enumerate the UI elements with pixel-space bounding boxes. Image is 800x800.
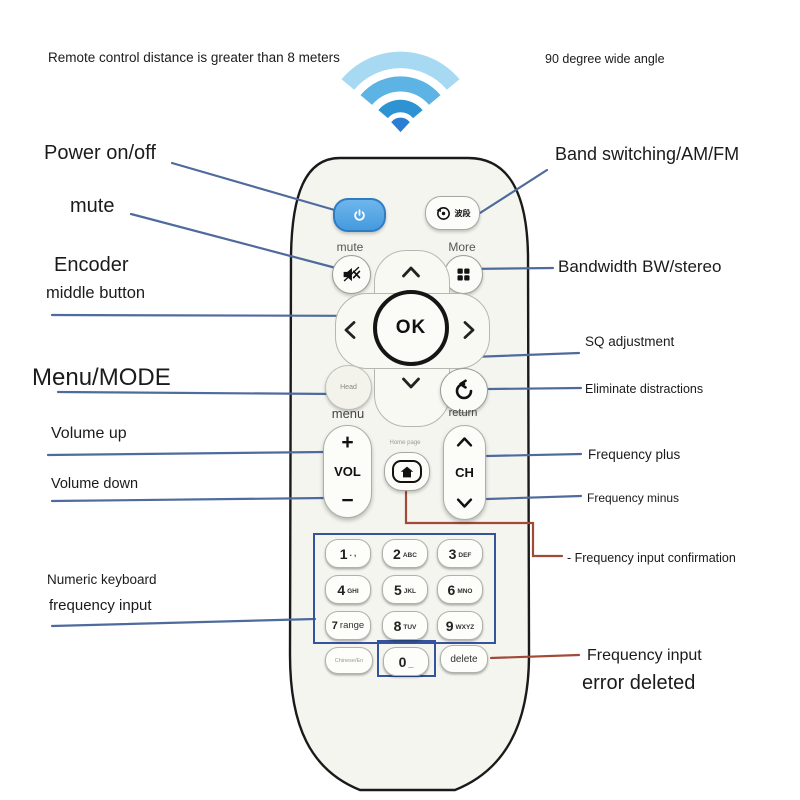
label-frequency-minus: Frequency minus: [587, 491, 680, 505]
key-2[interactable]: 2 ABC: [382, 539, 428, 568]
label-frequency-plus: Frequency plus: [588, 447, 681, 462]
channel-up-button[interactable]: [456, 436, 473, 447]
dpad-down-button[interactable]: [401, 377, 421, 390]
more-caption: More: [448, 240, 476, 254]
mute-icon: [343, 266, 361, 282]
label-wide-angle: 90 degree wide angle: [545, 52, 665, 66]
volume-rocker[interactable]: + VOL −: [323, 425, 372, 518]
label-middle-button: middle button: [46, 284, 146, 302]
return-caption: return: [448, 407, 478, 419]
ok-label: OK: [395, 317, 427, 338]
key-5[interactable]: 5 JKL: [382, 575, 428, 604]
key-3[interactable]: 3 DEF: [437, 539, 483, 568]
language-key[interactable]: Chinese/En: [325, 647, 373, 674]
volume-label: VOL: [334, 464, 361, 479]
label-encoder: Encoder: [54, 254, 129, 276]
label-eliminate-distractions: Eliminate distractions: [585, 382, 704, 396]
label-frequency-confirmation: - Frequency input confirmation: [567, 551, 736, 565]
mute-caption: mute: [336, 240, 364, 254]
label-sq-adjustment: SQ adjustment: [585, 334, 675, 349]
label-band-switching: Band switching/AM/FM: [555, 144, 740, 164]
volume-down-button[interactable]: −: [341, 489, 354, 512]
power-button[interactable]: [333, 198, 386, 232]
key-4[interactable]: 4 GHI: [325, 575, 371, 604]
channel-label: CH: [455, 465, 474, 480]
volume-up-button[interactable]: +: [341, 431, 354, 454]
band-icon: [436, 206, 450, 220]
zero-key-highlight-box: [377, 640, 436, 677]
wifi-icon: [318, 20, 483, 148]
dpad-up-button[interactable]: [401, 265, 421, 278]
channel-down-button[interactable]: [456, 498, 473, 509]
menu-button-text: Head: [340, 384, 357, 391]
mute-button[interactable]: [332, 255, 371, 294]
label-volume-down: Volume down: [51, 476, 139, 492]
label-power: Power on/off: [44, 142, 156, 164]
label-frequency-input: frequency input: [49, 597, 152, 614]
key-9[interactable]: 9 WXYZ: [437, 611, 483, 640]
band-button-text: 波段: [454, 208, 471, 218]
power-icon: [354, 208, 365, 221]
dpad-right-button[interactable]: [463, 320, 476, 340]
home-icon: [400, 466, 414, 477]
menu-caption: menu: [331, 406, 365, 421]
key-0[interactable]: 0 _: [383, 647, 429, 676]
ok-button[interactable]: OK: [373, 290, 449, 366]
label-frequency-input-2: Frequency input: [587, 647, 702, 664]
label-mute: mute: [70, 195, 115, 217]
keypad-highlight-box: [313, 533, 496, 644]
delete-key[interactable]: delete: [440, 645, 488, 673]
label-error-deleted: error deleted: [582, 672, 696, 694]
key-8[interactable]: 8 TUV: [382, 611, 428, 640]
label-numeric-keyboard: Numeric keyboard: [47, 572, 157, 587]
label-bandwidth: Bandwidth BW/stereo: [558, 257, 722, 276]
band-button[interactable]: 波段: [425, 196, 480, 230]
key-7[interactable]: 7 range: [325, 611, 371, 640]
home-button[interactable]: [384, 452, 430, 491]
channel-rocker[interactable]: CH: [443, 425, 486, 520]
home-icon-frame: [392, 460, 422, 483]
dpad-left-button[interactable]: [343, 320, 356, 340]
label-menu-mode: Menu/MODE: [32, 364, 171, 391]
return-button[interactable]: [440, 368, 488, 413]
more-grid-icon: [457, 268, 470, 281]
label-volume-up: Volume up: [51, 425, 127, 442]
return-icon: [455, 378, 473, 399]
menu-button[interactable]: Head: [325, 365, 372, 410]
key-1[interactable]: 1 . ,: [325, 539, 371, 568]
home-page-caption: Home page: [389, 440, 421, 446]
label-distance: Remote control distance is greater than …: [48, 50, 340, 65]
key-6[interactable]: 6 MNO: [437, 575, 483, 604]
